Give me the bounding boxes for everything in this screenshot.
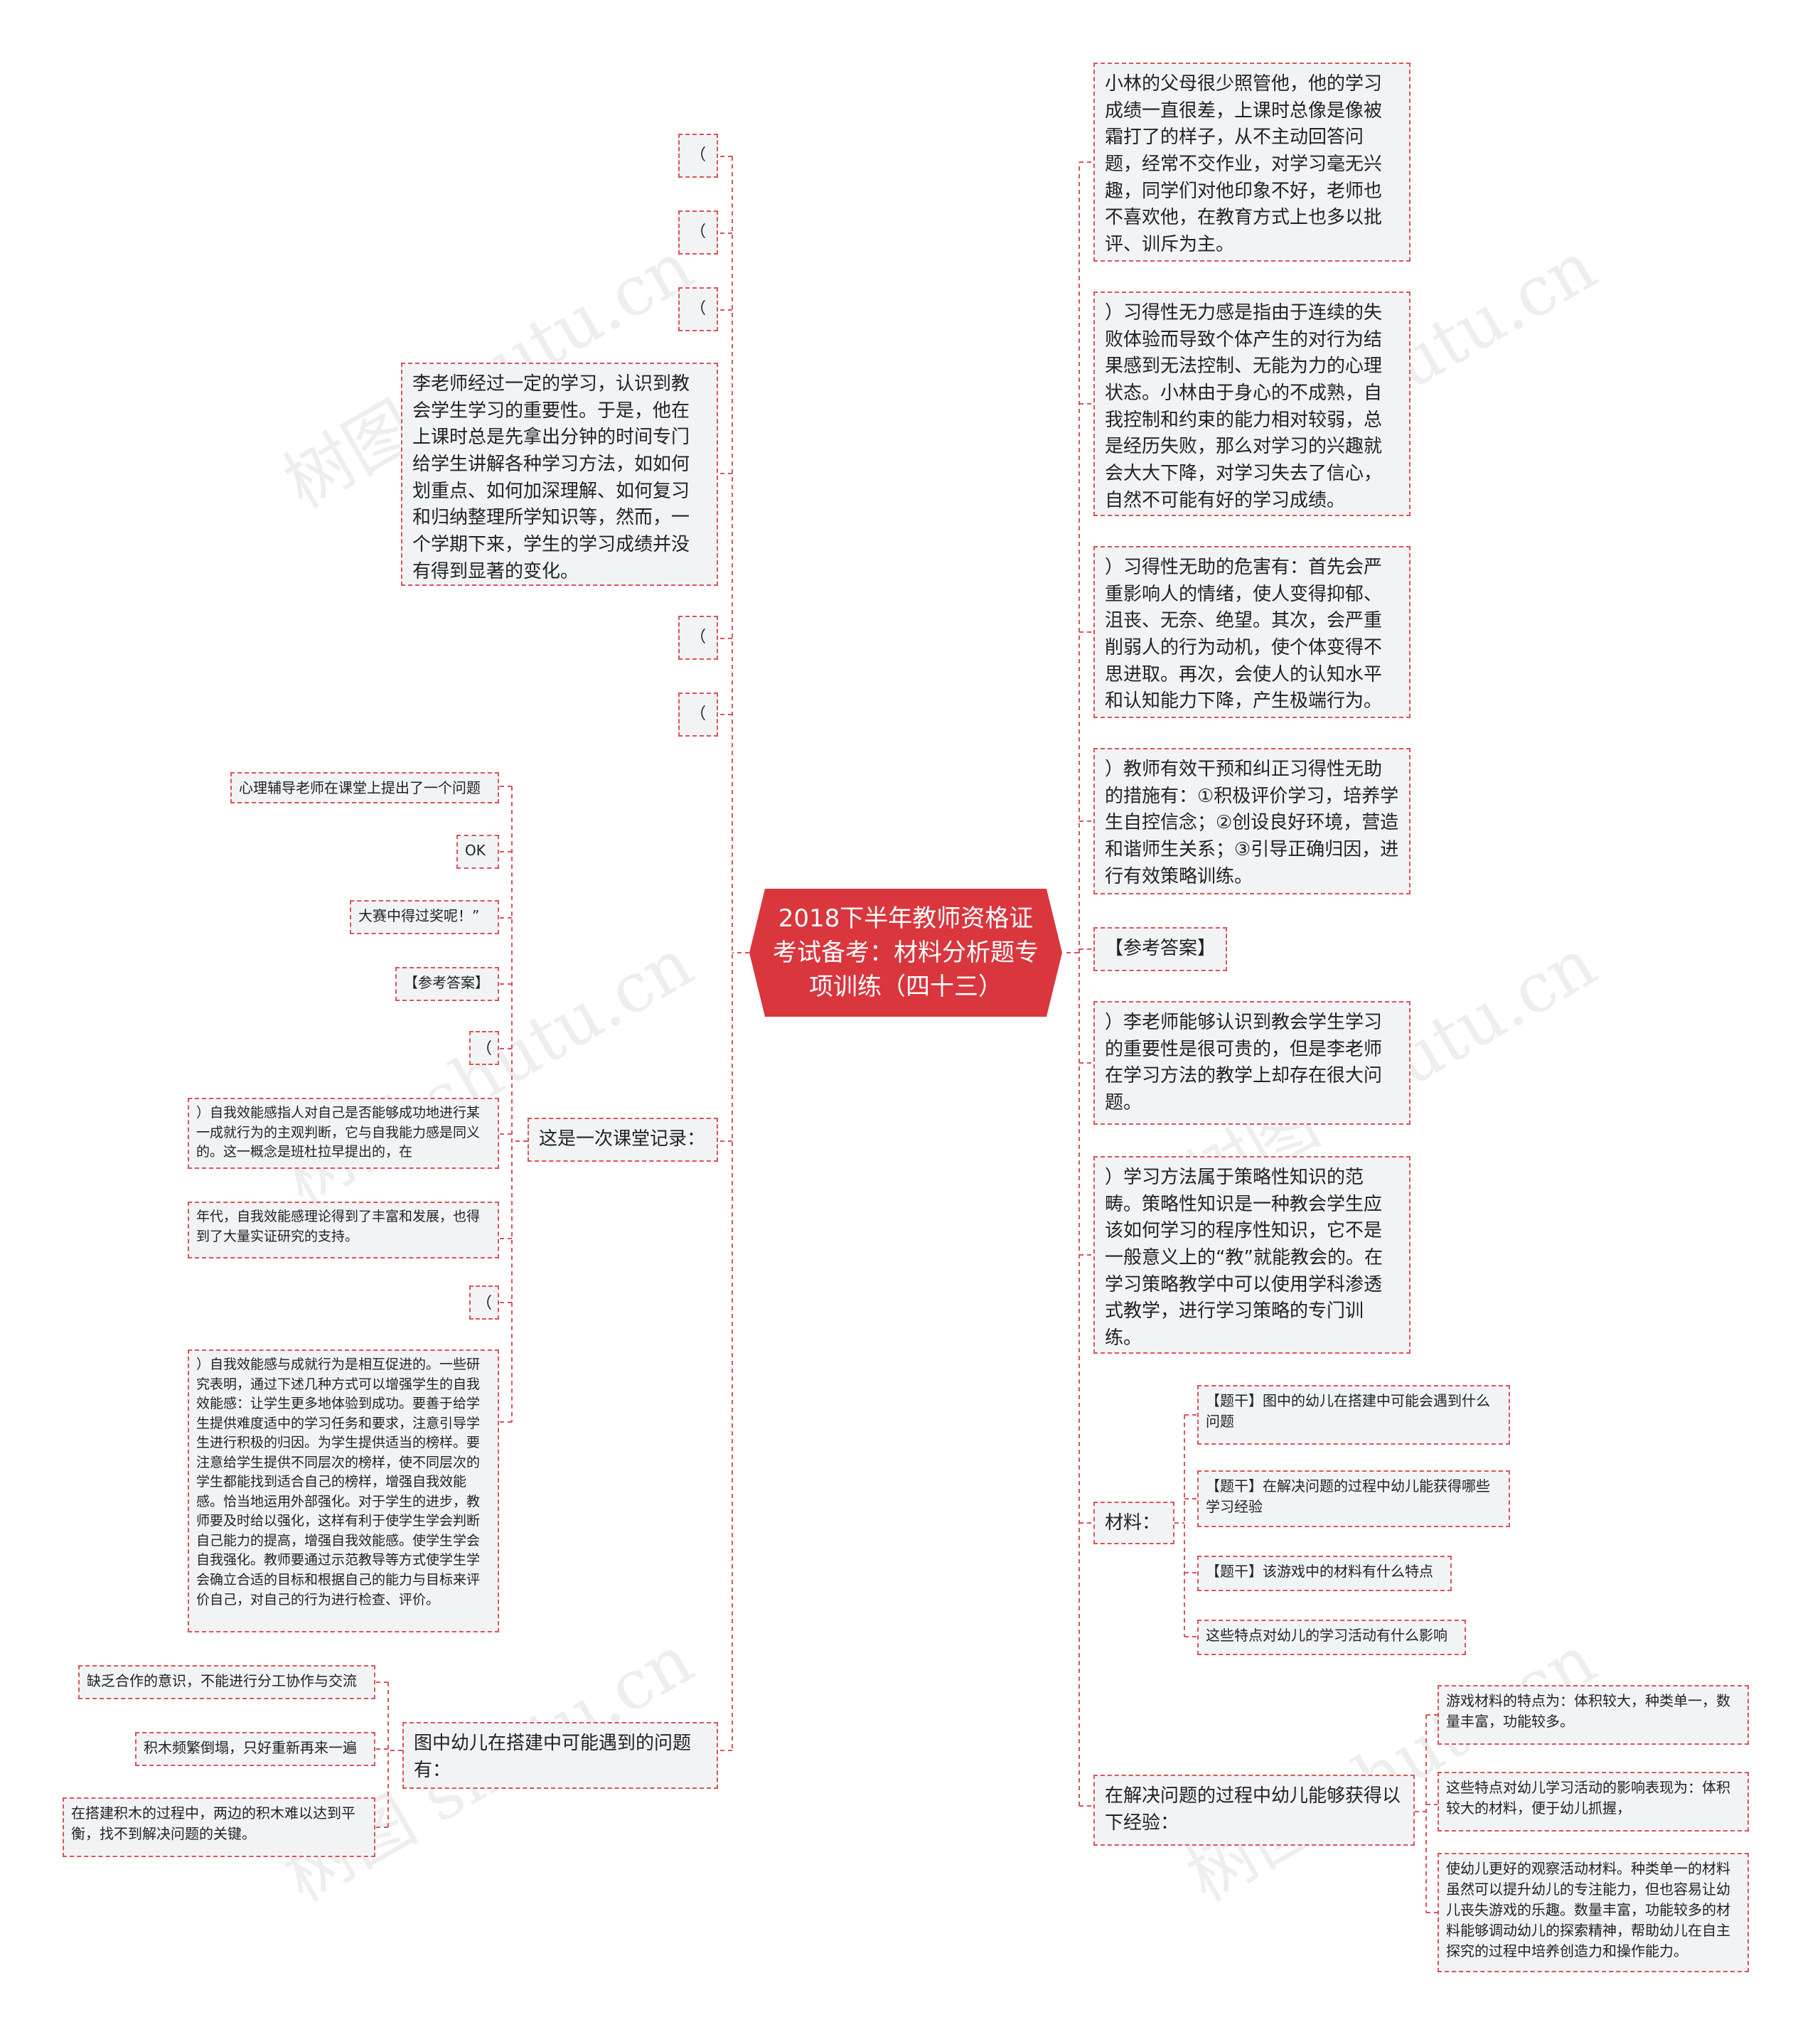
link-record-group [499, 786, 528, 1423]
node-problem-balance[interactable]: 在搭建积木的过程中，两边的积木难以达到平衡，找不到解决问题的关键。 [63, 1797, 375, 1857]
node-problems-label[interactable]: 图中幼儿在搭建中可能遇到的问题有： [402, 1722, 718, 1789]
node-reference-answer-right[interactable]: 【参考答案】 [1093, 927, 1227, 971]
node-material-question-2[interactable]: 【题干】在解决问题的过程中幼儿能获得哪些学习经验 [1197, 1470, 1510, 1527]
node-li-teacher-story[interactable]: 李老师经过一定的学习，认识到教会学生学习的重要性。于是，他在上课时总是先拿出分钟… [401, 363, 718, 586]
link-material-group [1174, 1414, 1197, 1637]
node-experience-label[interactable]: 在解决问题的过程中幼儿能够获得以下经验： [1093, 1775, 1415, 1846]
node-record-ok[interactable]: OK [456, 835, 499, 869]
node-experience-item-3[interactable]: 使幼儿更好的观察活动材料。种类单一的材料虽然可以提升幼儿的专注能力，但也容易让幼… [1438, 1853, 1749, 1972]
node-record-question[interactable]: 心理辅导老师在课堂上提出了一个问题 [230, 772, 499, 803]
node-paren-1[interactable]: （ [678, 134, 718, 178]
node-record-paren-2[interactable]: （ [469, 1285, 499, 1320]
node-problem-cooperation[interactable]: 缺乏合作的意识，不能进行分工协作与交流 [78, 1665, 375, 1699]
node-record-answer[interactable]: 【参考答案】 [395, 967, 499, 1001]
node-paren-5[interactable]: （ [678, 693, 718, 737]
node-material-question-3[interactable]: 【题干】该游戏中的材料有什么特点 [1197, 1556, 1452, 1591]
node-record-label[interactable]: 这是一次课堂记录： [528, 1118, 718, 1162]
node-self-efficacy-definition[interactable]: ）自我效能感指人对自己是否能够成功地进行某一成就行为的主观判断，它与自我能力感是… [188, 1098, 499, 1169]
node-experience-item-2[interactable]: 这些特点对幼儿学习活动的影响表现为：体积较大的材料，便于幼儿抓握， [1438, 1772, 1749, 1832]
node-record-award[interactable]: 大赛中得过奖呢！” [350, 900, 499, 934]
node-helplessness-definition[interactable]: ）习得性无力感是指由于连续的失败体验而导致个体产生的对行为结果感到无法控制、无能… [1093, 292, 1410, 516]
node-li-teacher-value[interactable]: ）李老师能够认识到教会学生学习的重要性是很可贵的，但是李老师在学习方法的教学上却… [1093, 1001, 1410, 1125]
node-paren-3[interactable]: （ [678, 287, 718, 331]
link-experience-group [1415, 1714, 1438, 1913]
node-self-efficacy-development[interactable]: 年代，自我效能感理论得到了丰富和发展，也得到了大量实证研究的支持。 [188, 1202, 499, 1258]
link-right-spine [1066, 161, 1093, 1807]
node-helplessness-harm[interactable]: ）习得性无助的危害有：首先会严重影响人的情绪，使人变得抑郁、沮丧、无奈、绝望。其… [1093, 546, 1410, 718]
node-teacher-intervention[interactable]: ）教师有效干预和纠正习得性无助的措施有：①积极评价学习，培养学生自控信念；②创设… [1093, 748, 1410, 894]
node-strategic-knowledge[interactable]: ）学习方法属于策略性知识的范畴。策略性知识是一种教会学生应该如何学习的程序性知识… [1093, 1156, 1410, 1354]
node-xiaolin-story[interactable]: 小林的父母很少照管他，他的学习成绩一直很差，上课时总像是像被霜打了的样子，从不主… [1093, 63, 1410, 262]
node-paren-4[interactable]: （ [678, 616, 718, 660]
node-experience-item-1[interactable]: 游戏材料的特点为：体积较大，种类单一，数量丰富，功能较多。 [1438, 1685, 1749, 1745]
node-material-question-4[interactable]: 这些特点对幼儿的学习活动有什么影响 [1197, 1620, 1466, 1655]
node-self-efficacy-methods[interactable]: ）自我效能感与成就行为是相互促进的。一些研究表明，通过下述几种方式可以增强学生的… [188, 1349, 499, 1632]
node-material-label[interactable]: 材料： [1093, 1502, 1174, 1544]
node-problem-collapse[interactable]: 积木频繁倒塌，只好重新再来一遍 [135, 1732, 375, 1766]
root-topic[interactable]: 2018下半年教师资格证考试备考：材料分析题专项训练（四十三） [749, 889, 1062, 1017]
link-problems-group [375, 1682, 402, 1828]
node-material-question-1[interactable]: 【题干】图中的幼儿在搭建中可能会遇到什么问题 [1197, 1385, 1510, 1445]
node-paren-2[interactable]: （ [678, 210, 718, 255]
link-left-spine [718, 156, 749, 1751]
node-record-paren-1[interactable]: （ [469, 1031, 499, 1065]
